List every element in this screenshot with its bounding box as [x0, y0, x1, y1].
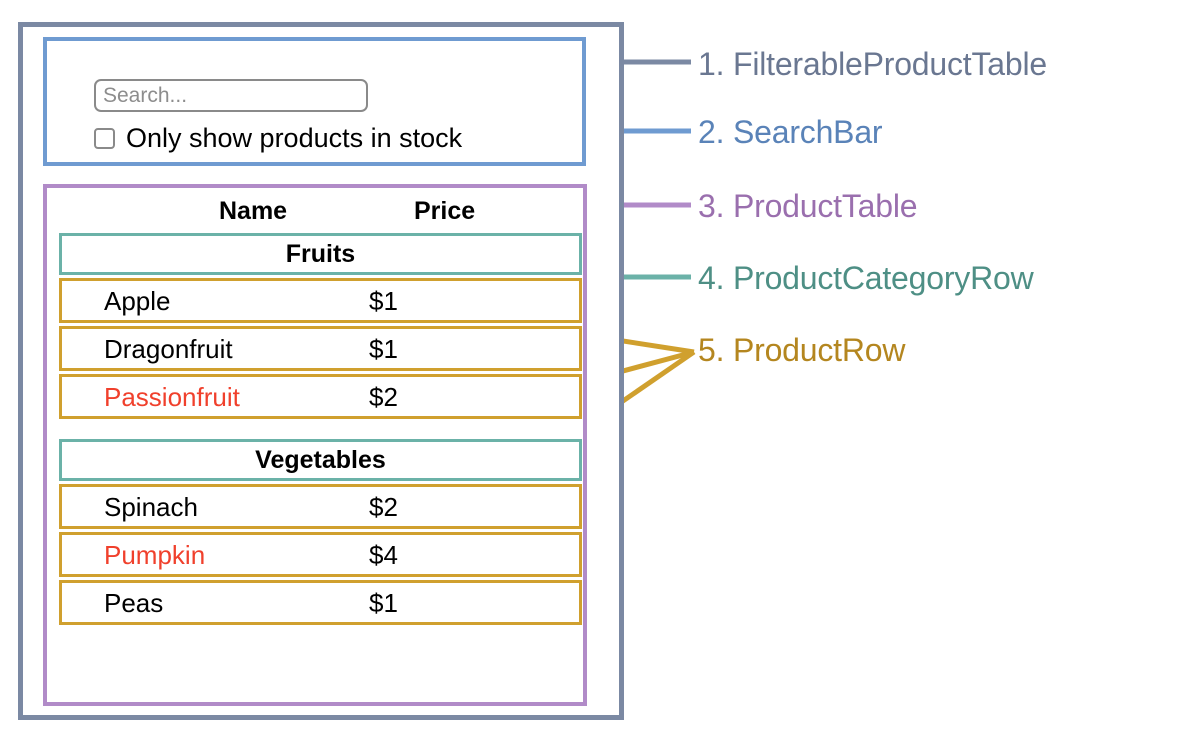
column-header-price: Price	[414, 197, 476, 225]
legend-item-filterable-product-table: 1. FilterableProductTable	[698, 46, 1047, 82]
product-row-price: $4	[369, 540, 398, 570]
legend-item-product-table: 3. ProductTable	[698, 188, 918, 224]
search-bar: Only show products in stock	[43, 37, 586, 166]
product-row-price: $1	[369, 334, 398, 364]
product-category-row: Fruits	[59, 233, 582, 275]
product-category-label: Vegetables	[255, 445, 386, 474]
legend-item-product-category-row: 4. ProductCategoryRow	[698, 260, 1034, 296]
filterable-product-table: Only show products in stock Name Price F…	[18, 22, 624, 720]
in-stock-filter-label: Only show products in stock	[126, 123, 463, 153]
product-row-name: Dragonfruit	[104, 334, 233, 364]
product-table-inner: Name Price Fruits Apple $1 Dragonfruit $…	[59, 188, 582, 628]
column-header-name: Name	[219, 197, 288, 225]
legend-item-search-bar: 2. SearchBar	[698, 114, 883, 150]
product-row-price: $2	[369, 382, 398, 412]
product-row-price: $2	[369, 492, 398, 522]
product-category-label: Fruits	[285, 239, 356, 268]
legend-item-product-row: 5. ProductRow	[698, 332, 906, 368]
product-row: Dragonfruit $1	[59, 326, 582, 371]
product-row-name: Pumpkin	[104, 540, 206, 570]
table-header-row: Name Price	[59, 188, 579, 233]
product-row: Apple $1	[59, 278, 582, 323]
product-row-name: Passionfruit	[104, 382, 240, 412]
product-row-name: Peas	[104, 588, 164, 618]
product-row-price: $1	[369, 588, 398, 618]
product-row: Spinach $2	[59, 484, 582, 529]
product-row-name: Apple	[104, 286, 171, 316]
in-stock-filter[interactable]: Only show products in stock	[94, 125, 462, 152]
product-row: Peas $1	[59, 580, 582, 625]
product-category-row: Vegetables	[59, 439, 582, 481]
checkbox-icon[interactable]	[94, 128, 115, 149]
product-row-price: $1	[369, 286, 398, 316]
search-input[interactable]	[94, 79, 368, 112]
product-row-name: Spinach	[104, 492, 198, 522]
product-row: Passionfruit $2	[59, 374, 582, 419]
product-row: Pumpkin $4	[59, 532, 582, 577]
group-spacer	[59, 422, 579, 439]
product-table: Name Price Fruits Apple $1 Dragonfruit $…	[43, 184, 587, 706]
